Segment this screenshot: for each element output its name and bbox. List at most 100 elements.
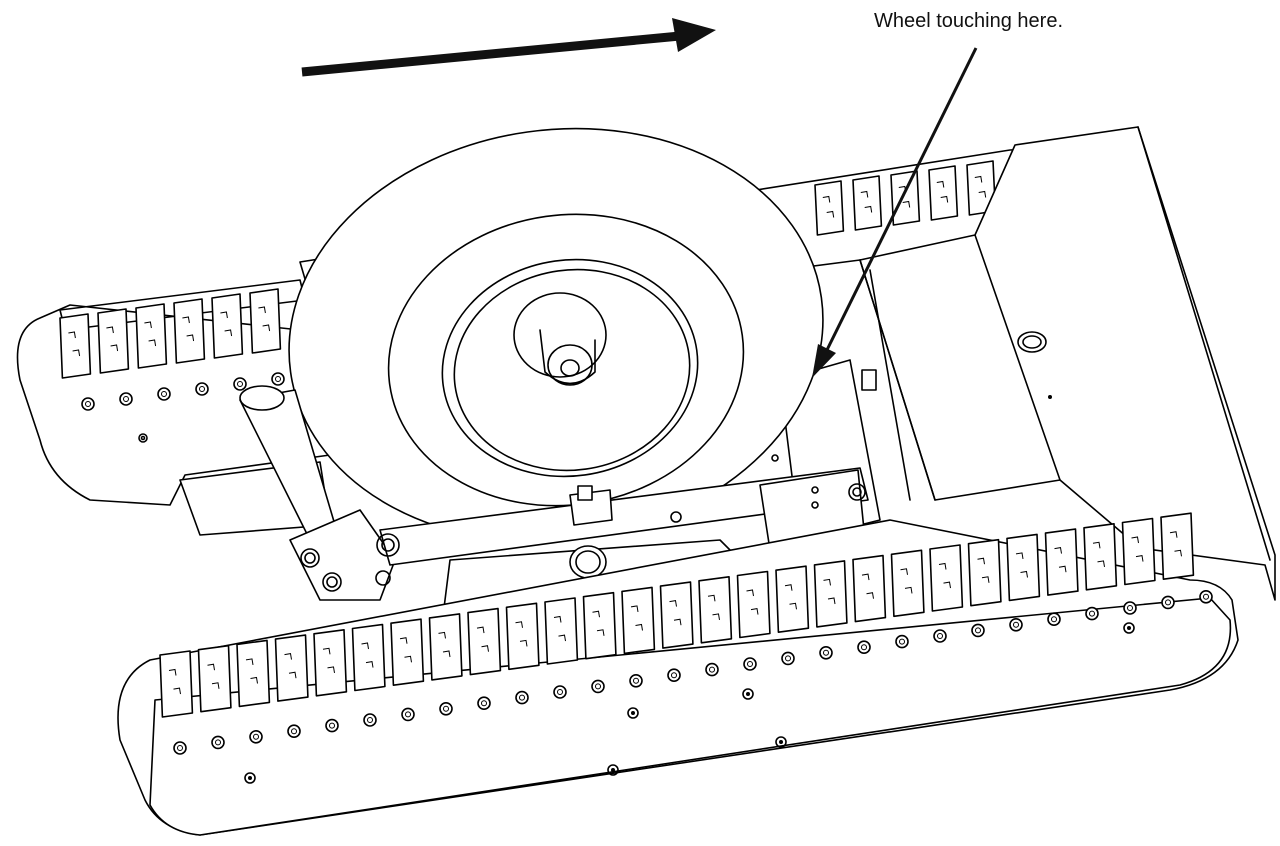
track-cleat	[245, 658, 258, 684]
track-lug	[249, 288, 282, 354]
track-roller-hub	[785, 655, 791, 662]
front-cover	[859, 126, 1276, 601]
wheel	[288, 127, 824, 543]
track-cleat	[860, 190, 873, 213]
track-cleat	[1131, 536, 1144, 562]
track-lug	[236, 639, 271, 708]
track-lug	[736, 570, 771, 639]
annotation-label: Wheel touching here.	[874, 10, 1064, 32]
track-cleat	[977, 557, 990, 583]
track-roller	[629, 673, 643, 688]
track-cleat	[106, 326, 119, 352]
track-roller	[971, 623, 985, 638]
track-lug	[313, 629, 348, 697]
track-cleat	[592, 610, 605, 636]
track-lug	[467, 607, 502, 676]
track-roller	[363, 713, 377, 727]
track-roller	[895, 634, 909, 649]
track-roller-hub	[405, 711, 411, 718]
track-cleat	[361, 642, 374, 668]
track-cleat	[669, 600, 682, 626]
track-roller	[857, 640, 871, 655]
track-roller-hub	[1203, 593, 1209, 600]
track-roller-hub	[199, 386, 205, 392]
track-roller-hub	[481, 700, 487, 707]
direction-arrow-icon	[301, 18, 716, 77]
track-roller-hub	[215, 739, 221, 746]
track-lug	[852, 175, 883, 231]
track-roller-hub	[899, 638, 905, 645]
track-cleat	[207, 663, 220, 689]
track-cleat	[1054, 547, 1067, 573]
track-cleat	[1015, 552, 1028, 578]
track-cleat	[399, 637, 412, 663]
track-roller	[591, 679, 605, 694]
track-cleat	[220, 311, 233, 337]
track-cleat	[258, 306, 271, 332]
track-roller-hub	[1089, 610, 1095, 617]
track-roller-hub	[275, 376, 281, 382]
track-roller-hub	[1013, 621, 1019, 628]
track-lug	[929, 544, 964, 612]
track-roller-hub	[557, 689, 563, 695]
left-track-end	[16, 279, 331, 506]
track-cleat	[322, 647, 335, 673]
track-roller-hub	[975, 627, 981, 634]
track-lug	[1083, 523, 1118, 591]
track-roller-hub	[671, 672, 677, 679]
track-roller	[1009, 617, 1023, 632]
track-cleat	[630, 605, 643, 631]
track-roller	[233, 377, 247, 391]
track-cleat	[515, 621, 528, 647]
track-cleat	[476, 626, 489, 652]
track-roller	[477, 696, 491, 711]
track-roller	[553, 685, 567, 699]
track-lug	[852, 554, 887, 623]
front-track	[117, 512, 1239, 836]
track-roller-hub	[519, 694, 525, 701]
track-roller	[401, 707, 415, 722]
track-roller	[1161, 595, 1175, 610]
track-cleat	[707, 594, 720, 620]
track-cleat	[182, 316, 195, 342]
track-lug	[1044, 528, 1079, 596]
track-cleat	[68, 331, 81, 357]
track-lug	[890, 549, 925, 618]
track-lug	[813, 560, 848, 628]
track-roller-hub	[237, 381, 243, 387]
track-lug	[582, 591, 617, 660]
track-lug	[928, 165, 959, 221]
track-lug	[173, 298, 206, 364]
track-lug	[159, 650, 194, 718]
track-roller-hub	[291, 728, 297, 735]
track-lug	[698, 576, 733, 644]
track-cleat	[1092, 541, 1105, 567]
track-roller	[1123, 601, 1137, 615]
track-cleat	[1169, 531, 1182, 557]
track-roller	[667, 668, 681, 683]
track-lug	[97, 308, 130, 374]
track-lug	[659, 581, 694, 649]
track-roller	[325, 718, 339, 733]
track-roller	[211, 735, 225, 750]
track-roller	[933, 629, 947, 643]
track-lug	[890, 170, 921, 226]
track-roller-hub	[823, 649, 829, 656]
track-roller	[743, 657, 757, 671]
track-roller	[157, 387, 171, 401]
track-roller	[119, 392, 133, 406]
track-lug	[211, 293, 244, 359]
track-cleat	[938, 562, 951, 589]
track-cleat	[900, 568, 913, 594]
track-lug	[351, 623, 386, 692]
track-roller	[515, 690, 529, 705]
track-roller-hub	[85, 401, 91, 407]
track-cleat	[822, 195, 835, 218]
track-lug	[197, 644, 232, 713]
track-cleat	[438, 631, 451, 658]
track-cleat	[784, 584, 797, 610]
track-lug	[59, 313, 92, 379]
track-roller-hub	[633, 677, 639, 684]
